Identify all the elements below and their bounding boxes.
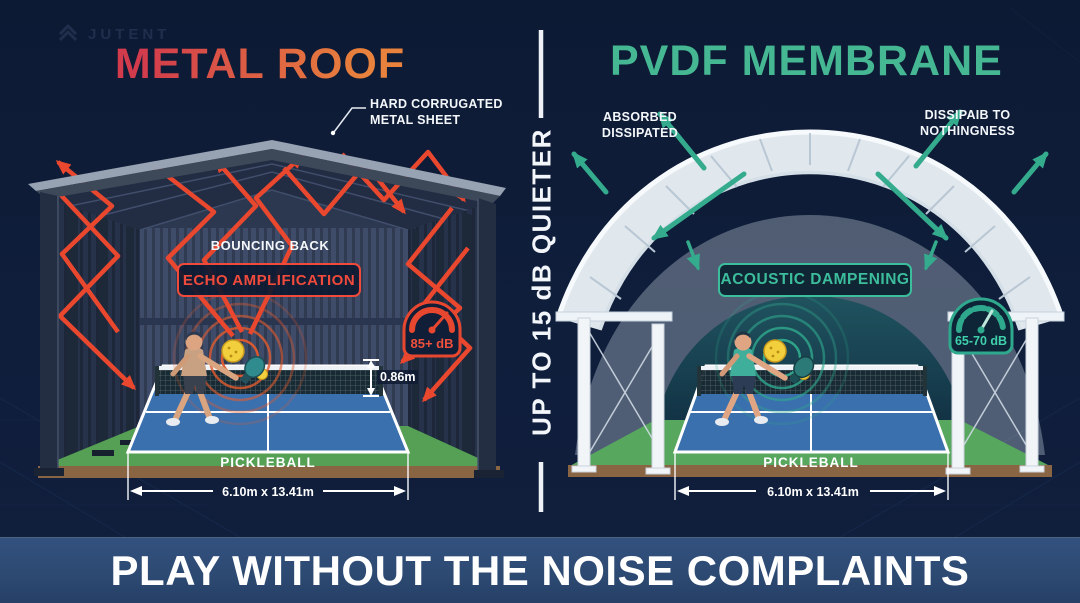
player-right	[715, 331, 815, 426]
court-label-left: PICKLEBALL	[220, 455, 316, 470]
metal-building-illustration	[28, 107, 506, 500]
chevron-diamond-icon	[58, 24, 78, 42]
footer-banner: PLAY WITHOUT THE NOISE COMPLAINTS	[0, 537, 1080, 603]
echo-amplification-badge: ECHO AMPLIFICATION	[177, 263, 361, 297]
dissipate-line2: NOTHINGNESS	[920, 123, 1015, 138]
membrane-columns	[571, 317, 1045, 475]
footer-headline: PLAY WITHOUT THE NOISE COMPLAINTS	[110, 547, 970, 594]
brand-name: JUTENT	[88, 25, 171, 43]
pvdf-membrane-title: PVDF MEMBRANE	[610, 37, 1003, 85]
brand-logo: JUTENT	[56, 22, 170, 46]
dimension-right	[674, 452, 949, 500]
dissipate-callout: DISSIPAIB TO NOTHINGNESS	[905, 108, 1030, 139]
roof-material-callout: HARD CORRUGATED METAL SHEET	[370, 97, 503, 128]
decibel-gauge-right	[948, 297, 1014, 355]
absorbed-callout: ABSORBED DISSIPATED	[585, 110, 695, 141]
gauge-value-left: 85+ dB	[410, 336, 454, 351]
dissipation-arrows	[571, 109, 1049, 271]
roof-callout-leader	[330, 107, 366, 136]
player-left	[166, 331, 266, 426]
court-dimensions-left: 6.10m x 13.41m	[222, 485, 314, 499]
metal-roof-title: METAL ROOF	[110, 40, 410, 89]
acoustic-dampening-badge: ACOUSTIC DAMPENING	[718, 263, 912, 297]
absorbed-line1: ABSORBED	[603, 110, 677, 124]
roof-callout-line2: METAL SHEET	[370, 112, 461, 127]
court-dimensions-right: 6.10m x 13.41m	[767, 485, 859, 499]
net-height-measure	[363, 359, 379, 397]
decibel-gauge-left	[402, 300, 462, 358]
net-height-label: 0.86m	[377, 370, 419, 384]
court-label-right: PICKLEBALL	[763, 455, 859, 470]
roof-callout-line1: HARD CORRUGATED	[370, 97, 503, 111]
quieter-divider-label: UP TO 15 dB QUIETER	[526, 128, 557, 436]
absorbed-line2: DISSIPATED	[601, 125, 679, 140]
dimension-left	[127, 452, 409, 500]
bouncing-back-label: BOUNCING BACK	[210, 238, 330, 253]
membrane-structure-illustration	[555, 109, 1065, 500]
dissipate-line1: DISSIPAIB TO	[924, 108, 1011, 122]
gauge-value-right: 65-70 dB	[954, 334, 1008, 348]
